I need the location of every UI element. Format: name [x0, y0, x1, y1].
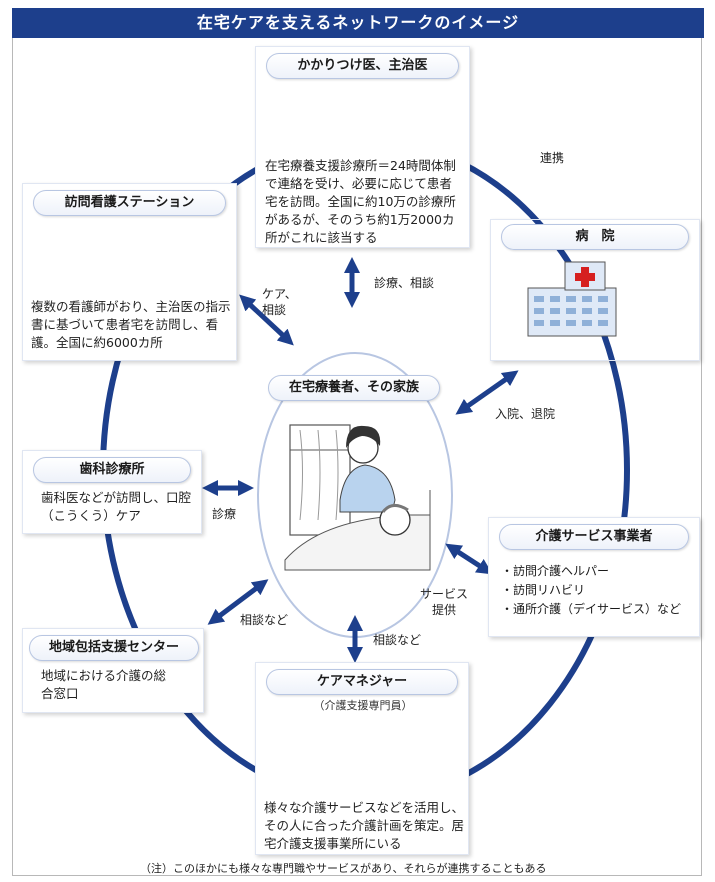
nursing-station-description: 複数の看護師がおり、主治医の指示書に基づいて患者宅を訪問し、看護。全国に約600… [31, 299, 231, 350]
hospital-illustration [527, 261, 617, 337]
care-service-list: ・訪問介護ヘルパー ・訪問リハビリ ・通所介護（デイサービス）など [501, 562, 701, 619]
label-sodan-nado-left: 相談など [240, 613, 289, 627]
care-service-title: 介護サービス事業者 [499, 524, 689, 550]
care-manager-description: 様々な介護サービスなどを活用し、その人に合った介護計画を策定。居宅介護支援事業所… [264, 800, 465, 851]
label-nyuin-taiin: 入院、退院 [495, 407, 556, 421]
label-shinryo: 診療 [212, 507, 237, 521]
care-service-card: 介護サービス事業者 ・訪問介護ヘルパー ・訪問リハビリ ・通所介護（デイサービス… [488, 517, 700, 637]
nursing-station-title: 訪問看護ステーション [33, 190, 226, 216]
arrow-nursing-patient [239, 294, 294, 346]
care-service-item: ・通所介護（デイサービス）など [501, 602, 682, 616]
doctor-title: かかりつけ医、主治医 [266, 53, 459, 79]
arrow-service-patient [445, 543, 493, 575]
regional-support-center-title: 地域包括支援センター [29, 635, 199, 661]
footnote: （注）このほかにも様々な専門職やサービスがあり、それらが連携することもある [140, 862, 547, 875]
doctor-card: かかりつけ医、主治医 在宅療養支援診療所＝24時間体制で連絡を受け、必要に応じて… [255, 46, 470, 248]
care-service-item: ・訪問リハビリ [501, 583, 586, 597]
diagram-title: 在宅ケアを支えるネットワークのイメージ [12, 8, 704, 38]
care-manager-title: ケアマネジャー [266, 669, 458, 695]
doctor-description: 在宅療養支援診療所＝24時間体制で連絡を受け、必要に応じて患者宅を訪問。全国に約… [265, 158, 456, 245]
regional-support-center-description: 地域における介護の総合窓口 [41, 668, 167, 701]
regional-support-center-card: 地域包括支援センター 地域における介護の総合窓口 [22, 628, 204, 713]
care-service-item: ・訪問介護ヘルパー [501, 564, 610, 578]
care-manager-card: ケアマネジャー （介護支援専門員） 様々な介護サービスなどを活用し、その人に合っ… [255, 662, 469, 855]
care-manager-subtitle: （介護支援専門員） [313, 699, 413, 712]
label-sodan-nado-bottom: 相談など [373, 633, 422, 647]
hospital-card: 病 院 [490, 219, 700, 361]
label-shinryo-sodan: 診療、相談 [374, 276, 435, 290]
arrow-hospital-patient [455, 370, 519, 415]
arrow-regional-patient [207, 579, 269, 625]
label-renkei: 連携 [540, 151, 565, 165]
dental-clinic-title: 歯科診療所 [33, 457, 191, 483]
nursing-station-card: 訪問看護ステーション 複数の看護師がおり、主治医の指示書に基づいて患者宅を訪問し… [22, 183, 237, 361]
dental-clinic-card: 歯科診療所 歯科医などが訪問し、口腔（こうくう）ケア [22, 450, 202, 534]
label-service-teikyo: サービス 提供 [420, 587, 469, 617]
patient-family-illustration [284, 424, 431, 571]
dental-clinic-description: 歯科医などが訪問し、口腔（こうくう）ケア [41, 490, 192, 523]
diagram-frame [12, 38, 702, 876]
patient-family-title: 在宅療養者、その家族 [268, 375, 440, 401]
hospital-title: 病 院 [501, 224, 689, 250]
label-care-sodan: ケア、 相談 [262, 287, 297, 317]
